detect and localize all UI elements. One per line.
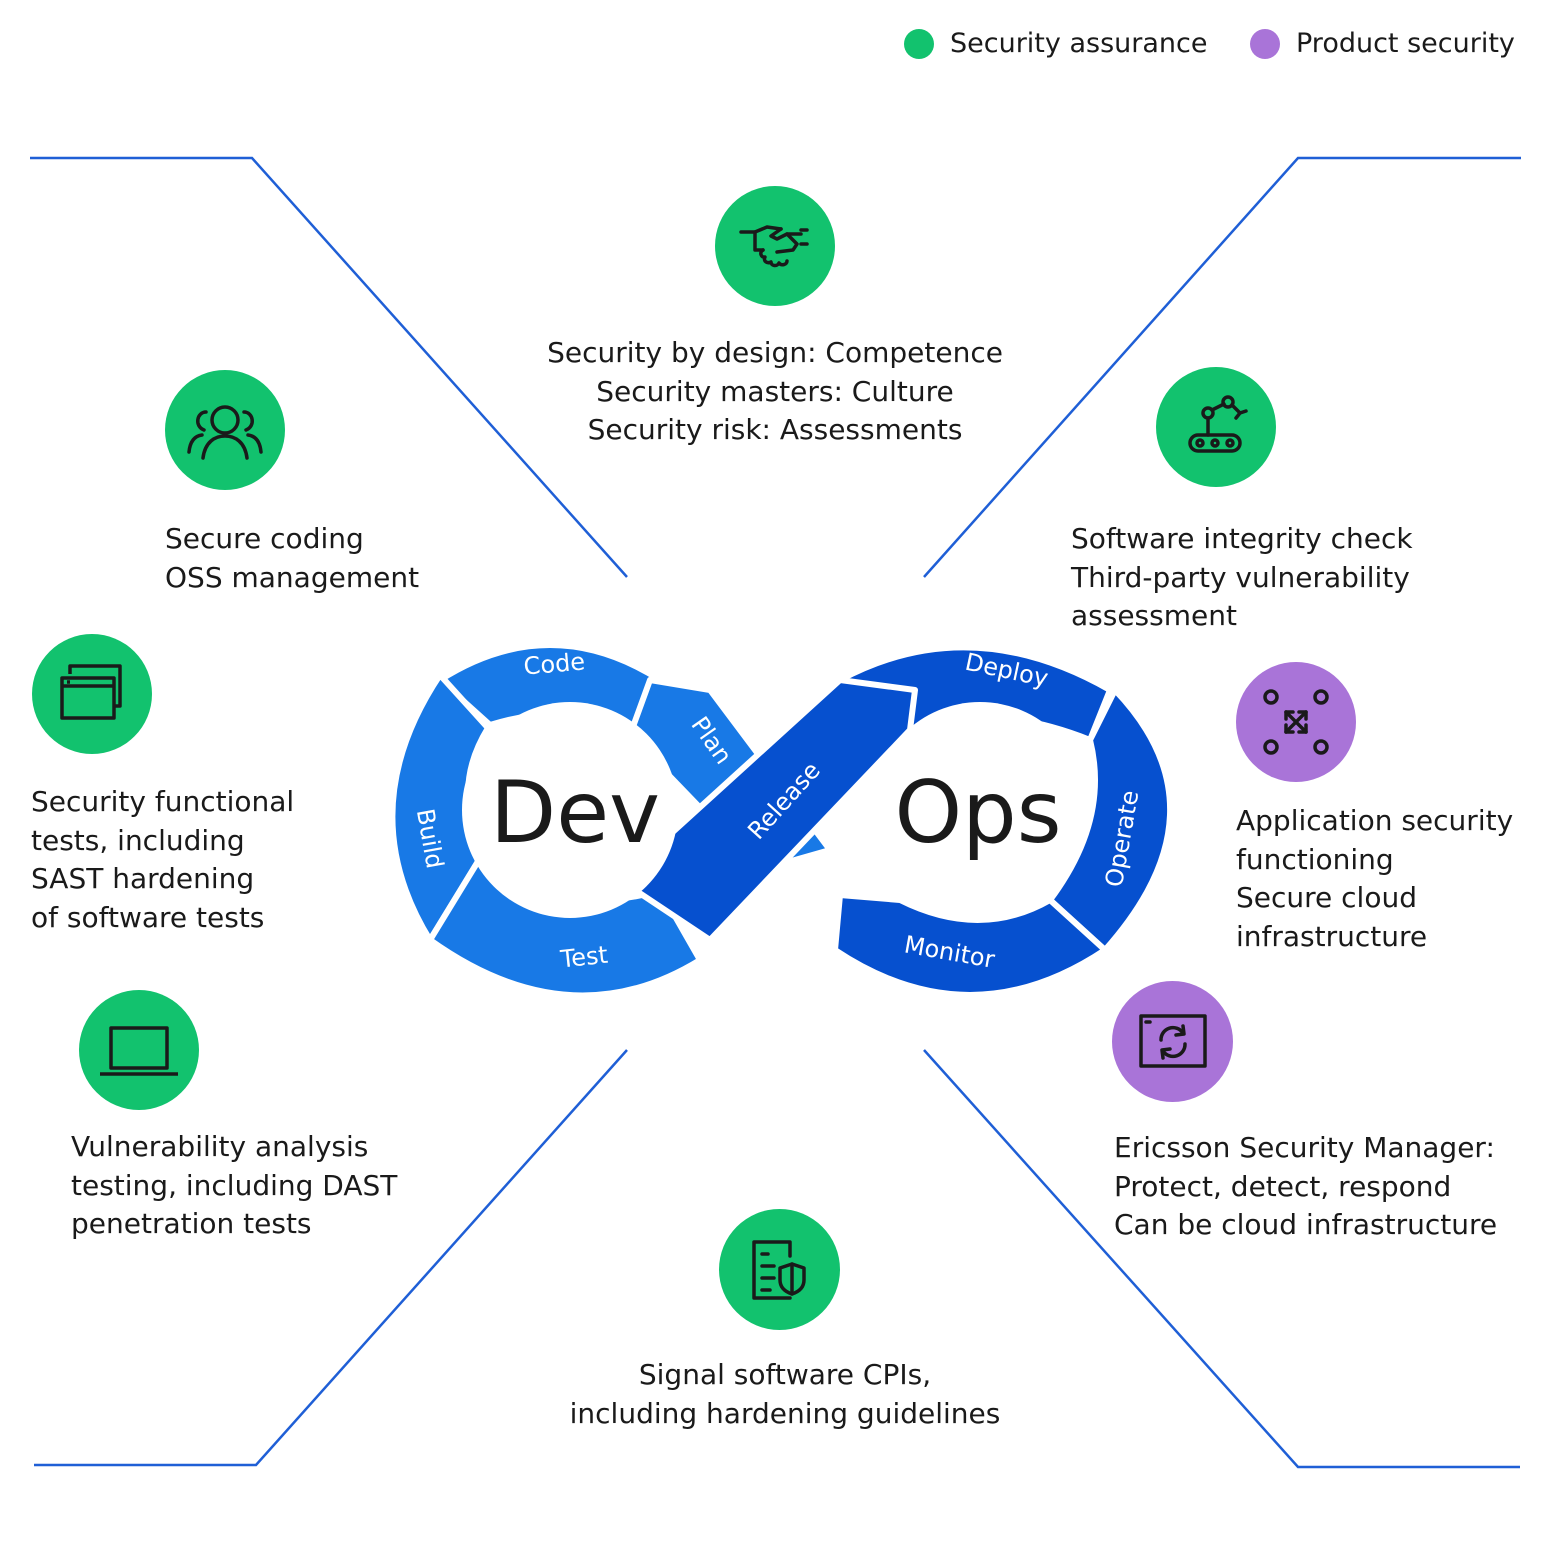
text-line: penetration tests	[71, 1207, 312, 1240]
text-line: including hardening guidelines	[569, 1396, 1001, 1430]
connector-line-bottom-right	[923, 1049, 1520, 1469]
refresh-screen-icon	[1112, 981, 1233, 1102]
connector-line-bottom-left	[34, 1049, 628, 1467]
network-nodes-icon	[1236, 662, 1356, 782]
robot-arm-icon	[1156, 367, 1276, 487]
vulnerability-analysis-text: Vulnerability analysis testing, includin…	[71, 1128, 397, 1244]
text-line: testing, including DAST	[71, 1168, 398, 1202]
signal-software-cpis-text: Signal software CPIs, including hardenin…	[535, 1356, 1035, 1433]
dev-hole	[462, 702, 678, 918]
text-line: Secure cloud	[1236, 881, 1417, 914]
secure-coding-text: Secure coding OSS management	[165, 520, 419, 597]
purple-dot-icon	[1250, 28, 1280, 59]
team-icon	[165, 370, 285, 490]
text-line: Security functional	[31, 785, 295, 818]
text-line: Application security	[1236, 804, 1514, 837]
legend-label: Product security	[1296, 28, 1515, 59]
stage-label-code: Code	[522, 647, 586, 680]
application-security-text: Application security functioning Secure …	[1236, 802, 1513, 956]
ops-label: Ops	[894, 763, 1061, 863]
text-line: infrastructure	[1236, 919, 1428, 953]
text-line: Security by design: Competence	[547, 336, 1003, 369]
security-functional-tests-text: Security functional tests, including SAS…	[31, 783, 294, 937]
text-line: Security risk: Assessments	[587, 413, 963, 446]
legend-item-security-assurance: Security assurance	[904, 28, 1207, 59]
connector-line-top-left	[30, 156, 628, 578]
text-line: Vulnerability analysis	[71, 1130, 369, 1163]
text-line: Secure coding	[165, 522, 364, 555]
ops-hole	[872, 702, 1088, 918]
ericsson-security-manager-text: Ericsson Security Manager: Protect, dete…	[1114, 1129, 1497, 1245]
text-line: Third-party vulnerability	[1071, 560, 1410, 594]
devops-infinity-loop: Dev Ops Code Plan Build Test Release Dep…	[389, 642, 1173, 999]
windows-icon	[32, 634, 152, 754]
text-line: Software integrity check	[1071, 522, 1413, 555]
text-line: Can be cloud infrastructure	[1114, 1208, 1498, 1241]
text-line: functioning	[1236, 842, 1394, 876]
software-integrity-text: Software integrity check Third-party vul…	[1071, 520, 1413, 636]
text-line: Ericsson Security Manager:	[1114, 1131, 1495, 1164]
segment-monitor	[832, 892, 1108, 998]
laptop-icon	[79, 990, 199, 1110]
text-line: SAST hardening	[31, 862, 255, 895]
text-line: Security masters: Culture	[596, 374, 954, 408]
text-line: Protect, detect, respond	[1114, 1169, 1452, 1203]
dev-label: Dev	[490, 763, 660, 863]
handshake-icon	[715, 186, 835, 306]
green-dot-icon	[904, 28, 934, 59]
text-line: assessment	[1071, 599, 1237, 632]
legend-item-product-security: Product security	[1250, 28, 1515, 59]
document-shield-icon	[719, 1209, 840, 1330]
text-line: tests, including	[31, 823, 245, 857]
security-by-design-text: Security by design: Competence Security …	[520, 334, 1030, 450]
text-line: Signal software CPIs,	[638, 1358, 932, 1391]
legend-label: Security assurance	[950, 28, 1208, 59]
connector-line-top-right	[923, 156, 1521, 578]
stage-label-test: Test	[558, 941, 609, 974]
text-line: OSS management	[165, 560, 420, 594]
text-line: of software tests	[31, 900, 265, 934]
